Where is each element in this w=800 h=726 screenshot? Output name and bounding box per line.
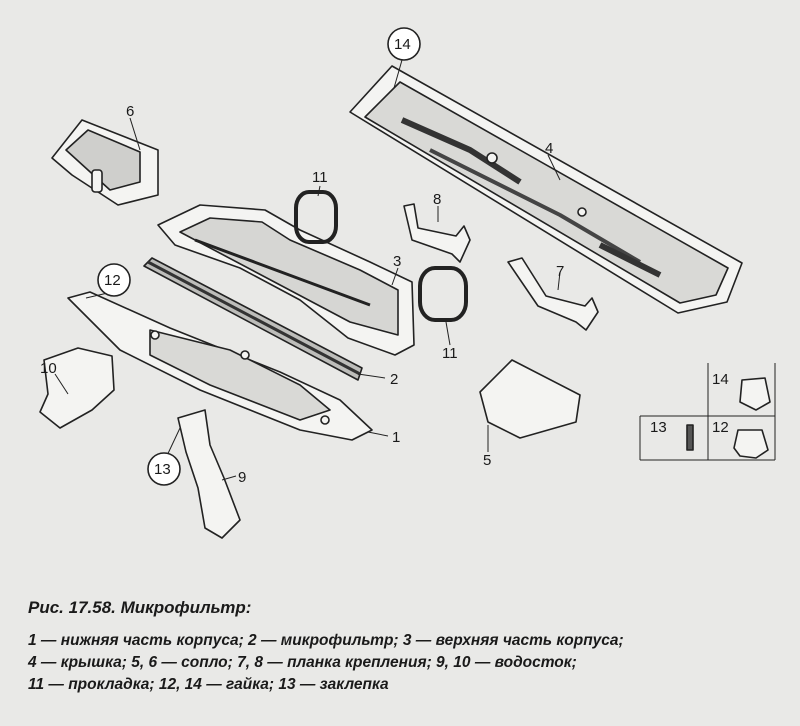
- part-nozzle-5: [479, 359, 581, 439]
- label-10: 10: [40, 360, 57, 377]
- part-drain-9: [177, 409, 241, 539]
- part-gasket-11-lower: [418, 266, 468, 322]
- part-nozzle-6: [51, 119, 159, 206]
- leader-lines: [54, 59, 561, 481]
- label-1: 1: [392, 429, 400, 446]
- caption-line-1: 1 — нижняя часть корпуса; 2 — микрофильт…: [28, 632, 624, 649]
- figure-caption: Рис. 17.58. Микрофильтр: 1 — нижняя част…: [28, 598, 788, 696]
- inset-hardware-box: [639, 363, 776, 461]
- part-nut-14-inset: [739, 377, 771, 411]
- inset-label-13: 13: [650, 419, 667, 436]
- callout-circle-12: [97, 263, 131, 297]
- label-7: 7: [556, 263, 564, 280]
- part-drain-10: [39, 347, 115, 429]
- label-13-callout: 13: [154, 461, 171, 478]
- label-3: 3: [393, 253, 401, 270]
- label-4: 4: [545, 140, 553, 157]
- caption-title: Рис. 17.58. Микрофильтр:: [28, 598, 252, 617]
- callout-circle-13: [147, 452, 181, 486]
- part-microfilter-2: [143, 257, 363, 381]
- label-5: 5: [483, 452, 491, 469]
- inset-label-14: 14: [712, 371, 729, 388]
- part-gasket-11-upper: [294, 190, 338, 244]
- diagram-svg: 1 2 3 4 5 6 7 8 9 10 11 11 12 13 14 14 1…: [39, 27, 776, 539]
- caption-line-3: 11 — прокладка; 12, 14 — гайка; 13 — зак…: [28, 676, 389, 693]
- label-2: 2: [390, 371, 398, 388]
- label-8: 8: [433, 191, 441, 208]
- label-6: 6: [126, 103, 134, 120]
- label-11-lower: 11: [442, 345, 458, 362]
- label-11-upper: 11: [312, 169, 328, 186]
- part-bracket-7: [507, 257, 599, 331]
- part-nut-12-inset: [733, 429, 769, 459]
- part-rivet-13-inset: [686, 424, 694, 451]
- part-bracket-8: [403, 203, 471, 263]
- label-14-callout: 14: [394, 36, 411, 53]
- label-12-callout: 12: [104, 272, 121, 289]
- inset-label-12: 12: [712, 419, 729, 436]
- part-cover-4: [349, 65, 743, 314]
- exploded-diagram: 1 2 3 4 5 6 7 8 9 10 11 11 12 13 14 14 1…: [39, 27, 776, 539]
- part-lower-housing-1: [67, 291, 373, 441]
- label-9: 9: [238, 469, 246, 486]
- callout-circle-14: [387, 27, 421, 61]
- caption-line-2: 4 — крышка; 5, 6 — сопло; 7, 8 — планка …: [28, 654, 577, 671]
- part-upper-housing-3: [157, 204, 415, 356]
